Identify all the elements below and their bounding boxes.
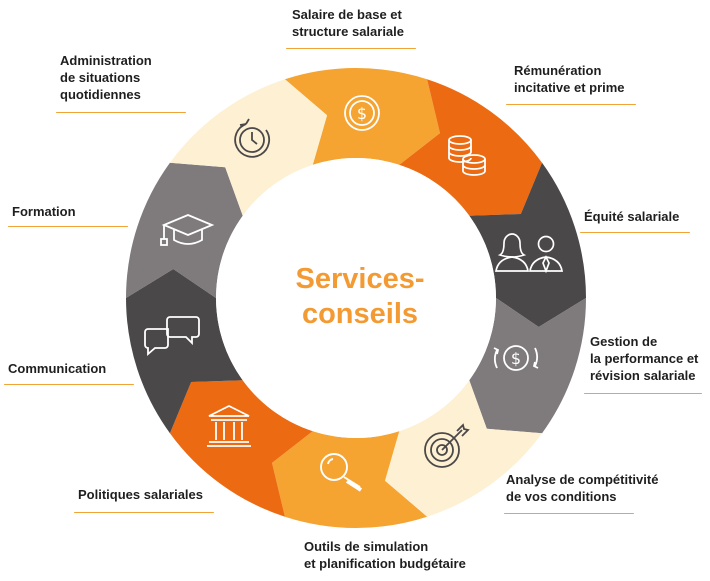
label-competitivite: Analyse de compétitivité de vos conditio… [506,471,658,505]
underline-equite [580,232,690,233]
label-salaire-base-line1: Salaire de base et [292,7,402,22]
segment-politiques [169,380,313,517]
target-arrow-icon [424,423,470,468]
graduation-cap-icon [160,214,215,246]
label-remuneration: Rémunération incitative et prime [514,62,625,96]
underline-performance [584,393,702,394]
label-performance-line1: Gestion de [590,334,658,349]
underline-competitivite [504,513,634,514]
center-title-line1: Services- [295,263,425,295]
label-administration: Administration de situations quotidienne… [60,52,152,103]
label-administration-line3: quotidiennes [60,87,141,102]
label-outils-line2: et planification budgétaire [304,556,466,571]
underline-administration [56,112,186,113]
center-title-line2: conseils [301,298,419,330]
magnifier-icon [320,453,363,492]
segment-administration [169,79,328,216]
label-outils-line1: Outils de simulation [304,539,429,554]
svg-text:$: $ [511,349,521,368]
speech-bubbles-icon [144,316,200,356]
label-administration-line2: de situations [60,70,141,85]
underline-communication [4,384,134,385]
underline-politiques [74,512,214,513]
segment-formation [126,162,243,298]
bank-building-icon [207,404,251,447]
label-performance-line2: la performance et [590,351,699,366]
segment-communication [126,269,243,434]
label-politiques-line1: Politiques salariales [78,487,204,502]
label-equite: Équité salariale [584,208,679,225]
segment-salaire-base [284,68,440,165]
underline-salaire-base [286,48,416,49]
center-circle [216,158,496,438]
label-formation-line1: Formation [12,204,76,219]
center-title: Services- conseils [250,262,470,332]
svg-text:$: $ [357,104,367,123]
label-competitivite-line2: de vos conditions [506,489,617,504]
label-politiques: Politiques salariales [78,486,203,503]
label-salaire-base-line2: structure salariale [292,24,405,39]
label-salaire-base: Salaire de base et structure salariale [292,6,404,40]
woman-man-icon [494,233,564,274]
label-equite-line1: Équité salariale [584,209,680,224]
dollar-cycle-icon: $ [493,345,539,371]
label-formation: Formation [12,203,76,220]
label-communication-line1: Communication [8,361,107,376]
underline-formation [8,226,128,227]
segment-equite [469,162,586,327]
segment-performance [469,298,586,434]
label-performance: Gestion de la performance et révision sa… [590,333,698,384]
label-outils: Outils de simulation et planification bu… [304,538,466,572]
segment-competitivite [384,380,543,517]
label-remuneration-line1: Rémunération [514,63,602,78]
label-administration-line1: Administration [60,53,152,68]
label-performance-line3: révision salariale [590,368,696,383]
label-remuneration-line2: incitative et prime [514,80,625,95]
coin-stack-icon [448,135,486,176]
clock-icon [234,118,271,158]
label-communication: Communication [8,360,106,377]
label-competitivite-line1: Analyse de compétitivité [506,472,659,487]
underline-remuneration [506,104,636,105]
dollar-coin-icon: $ [344,95,380,131]
